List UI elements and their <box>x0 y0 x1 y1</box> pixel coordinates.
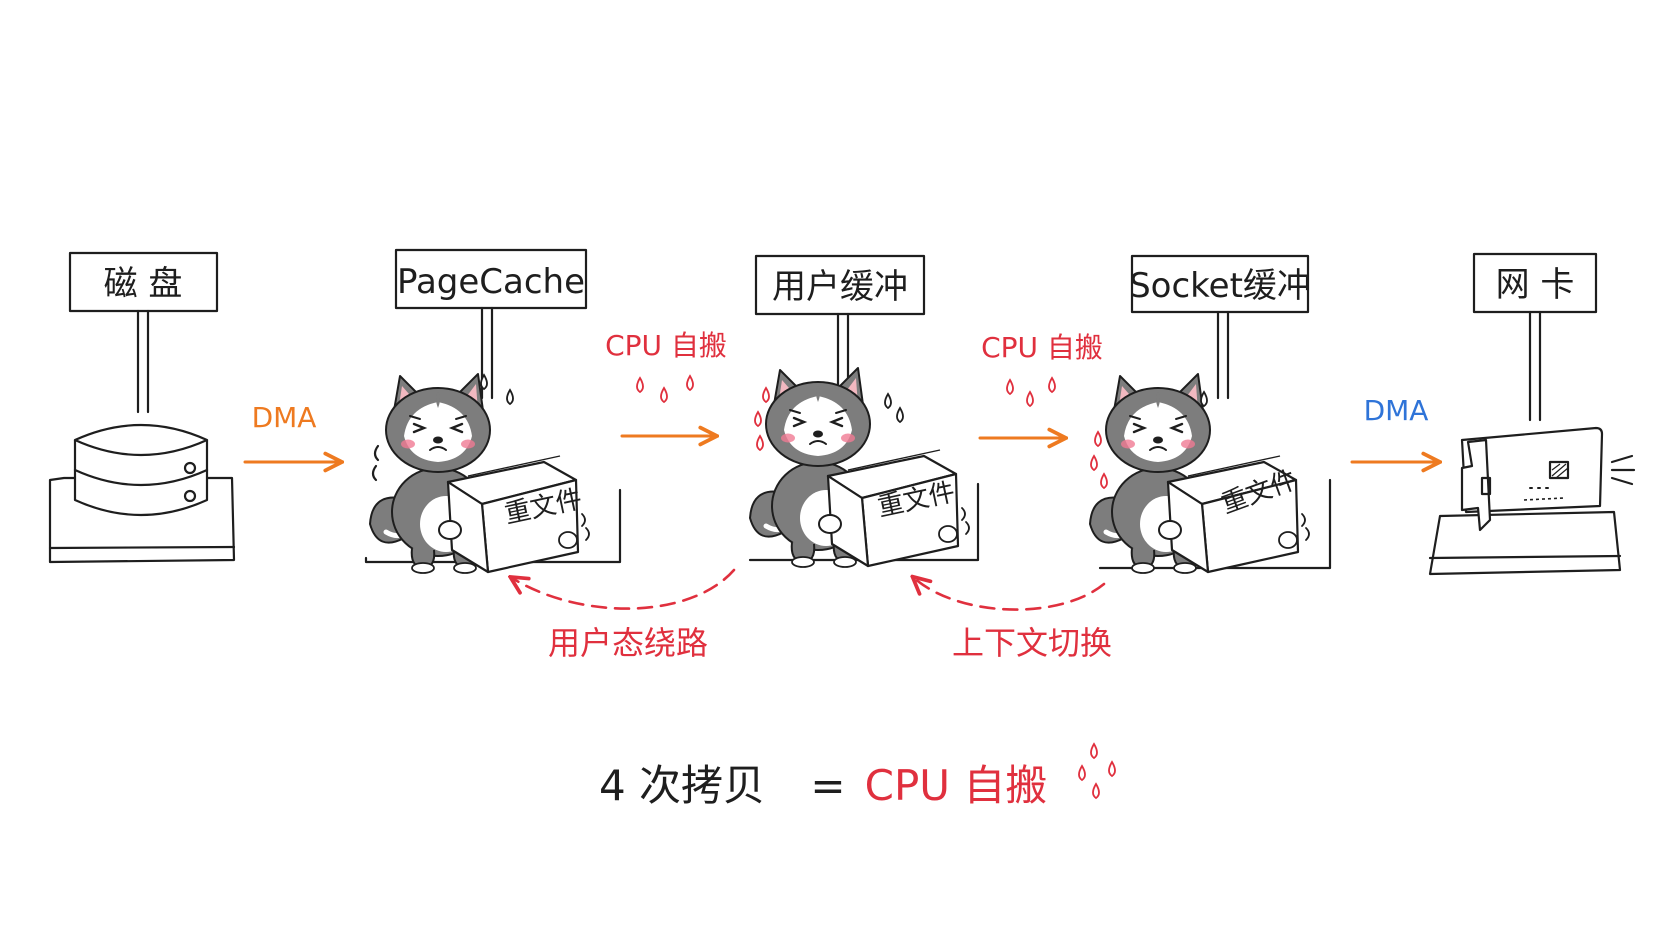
pagecache-signboard <box>394 248 588 310</box>
arrow-dma-1-label: DMA <box>252 401 317 434</box>
user-buffer-signboard <box>754 254 926 316</box>
nic-label: 网 卡 <box>1496 265 1575 305</box>
stage-disk: 磁 盘 <box>48 251 236 564</box>
arrow-cpu-copy-1: CPU 自搬 <box>605 329 727 436</box>
disk-label: 磁 盘 <box>104 264 183 304</box>
user-buffer-label: 用户缓冲 <box>772 267 908 307</box>
arrow-dma-2: DMA <box>1350 394 1438 462</box>
return-arrow-context-switch-label: 上下文切换 <box>952 624 1112 662</box>
summary-cpu-copy: CPU 自搬 <box>865 761 1048 810</box>
pagecache-label: PageCache <box>397 262 585 302</box>
return-arrow-user-mode-detour: 用户态绕路 <box>512 568 736 662</box>
return-arrow-user-mode-detour-label: 用户态绕路 <box>548 624 708 662</box>
arrow-cpu-copy-2: CPU 自搬 <box>978 331 1103 438</box>
stage-pagecache: PageCache 重文件 <box>364 248 622 573</box>
disk-icon <box>48 423 236 564</box>
stage-user-buffer: 用户缓冲 重文件 <box>750 254 980 567</box>
arrow-dma-1: DMA <box>243 401 340 462</box>
socket-buffer-label: Socket缓冲 <box>1129 266 1311 306</box>
nic-signboard <box>1472 252 1598 314</box>
arrow-dma-2-label: DMA <box>1364 394 1429 427</box>
stage-nic: 网 卡 <box>1428 252 1636 576</box>
return-arrow-context-switch: 上下文切换 <box>914 578 1112 662</box>
disk-signboard <box>68 251 219 313</box>
summary-copy-count: 4 次拷贝 <box>599 761 765 810</box>
arrow-cpu-copy-1-label: CPU 自搬 <box>605 329 727 362</box>
husky-user-buffer-icon <box>750 368 969 567</box>
network-card-icon <box>1428 426 1636 576</box>
socket-buffer-signboard <box>1130 254 1310 314</box>
arrow-cpu-copy-2-label: CPU 自搬 <box>981 331 1103 364</box>
summary: 4 次拷贝 = CPU 自搬 <box>599 743 1116 810</box>
summary-equals: = <box>810 761 845 810</box>
husky-pagecache-icon <box>370 374 589 573</box>
stage-socket-buffer: Socket缓冲 重文件 <box>1090 254 1332 573</box>
